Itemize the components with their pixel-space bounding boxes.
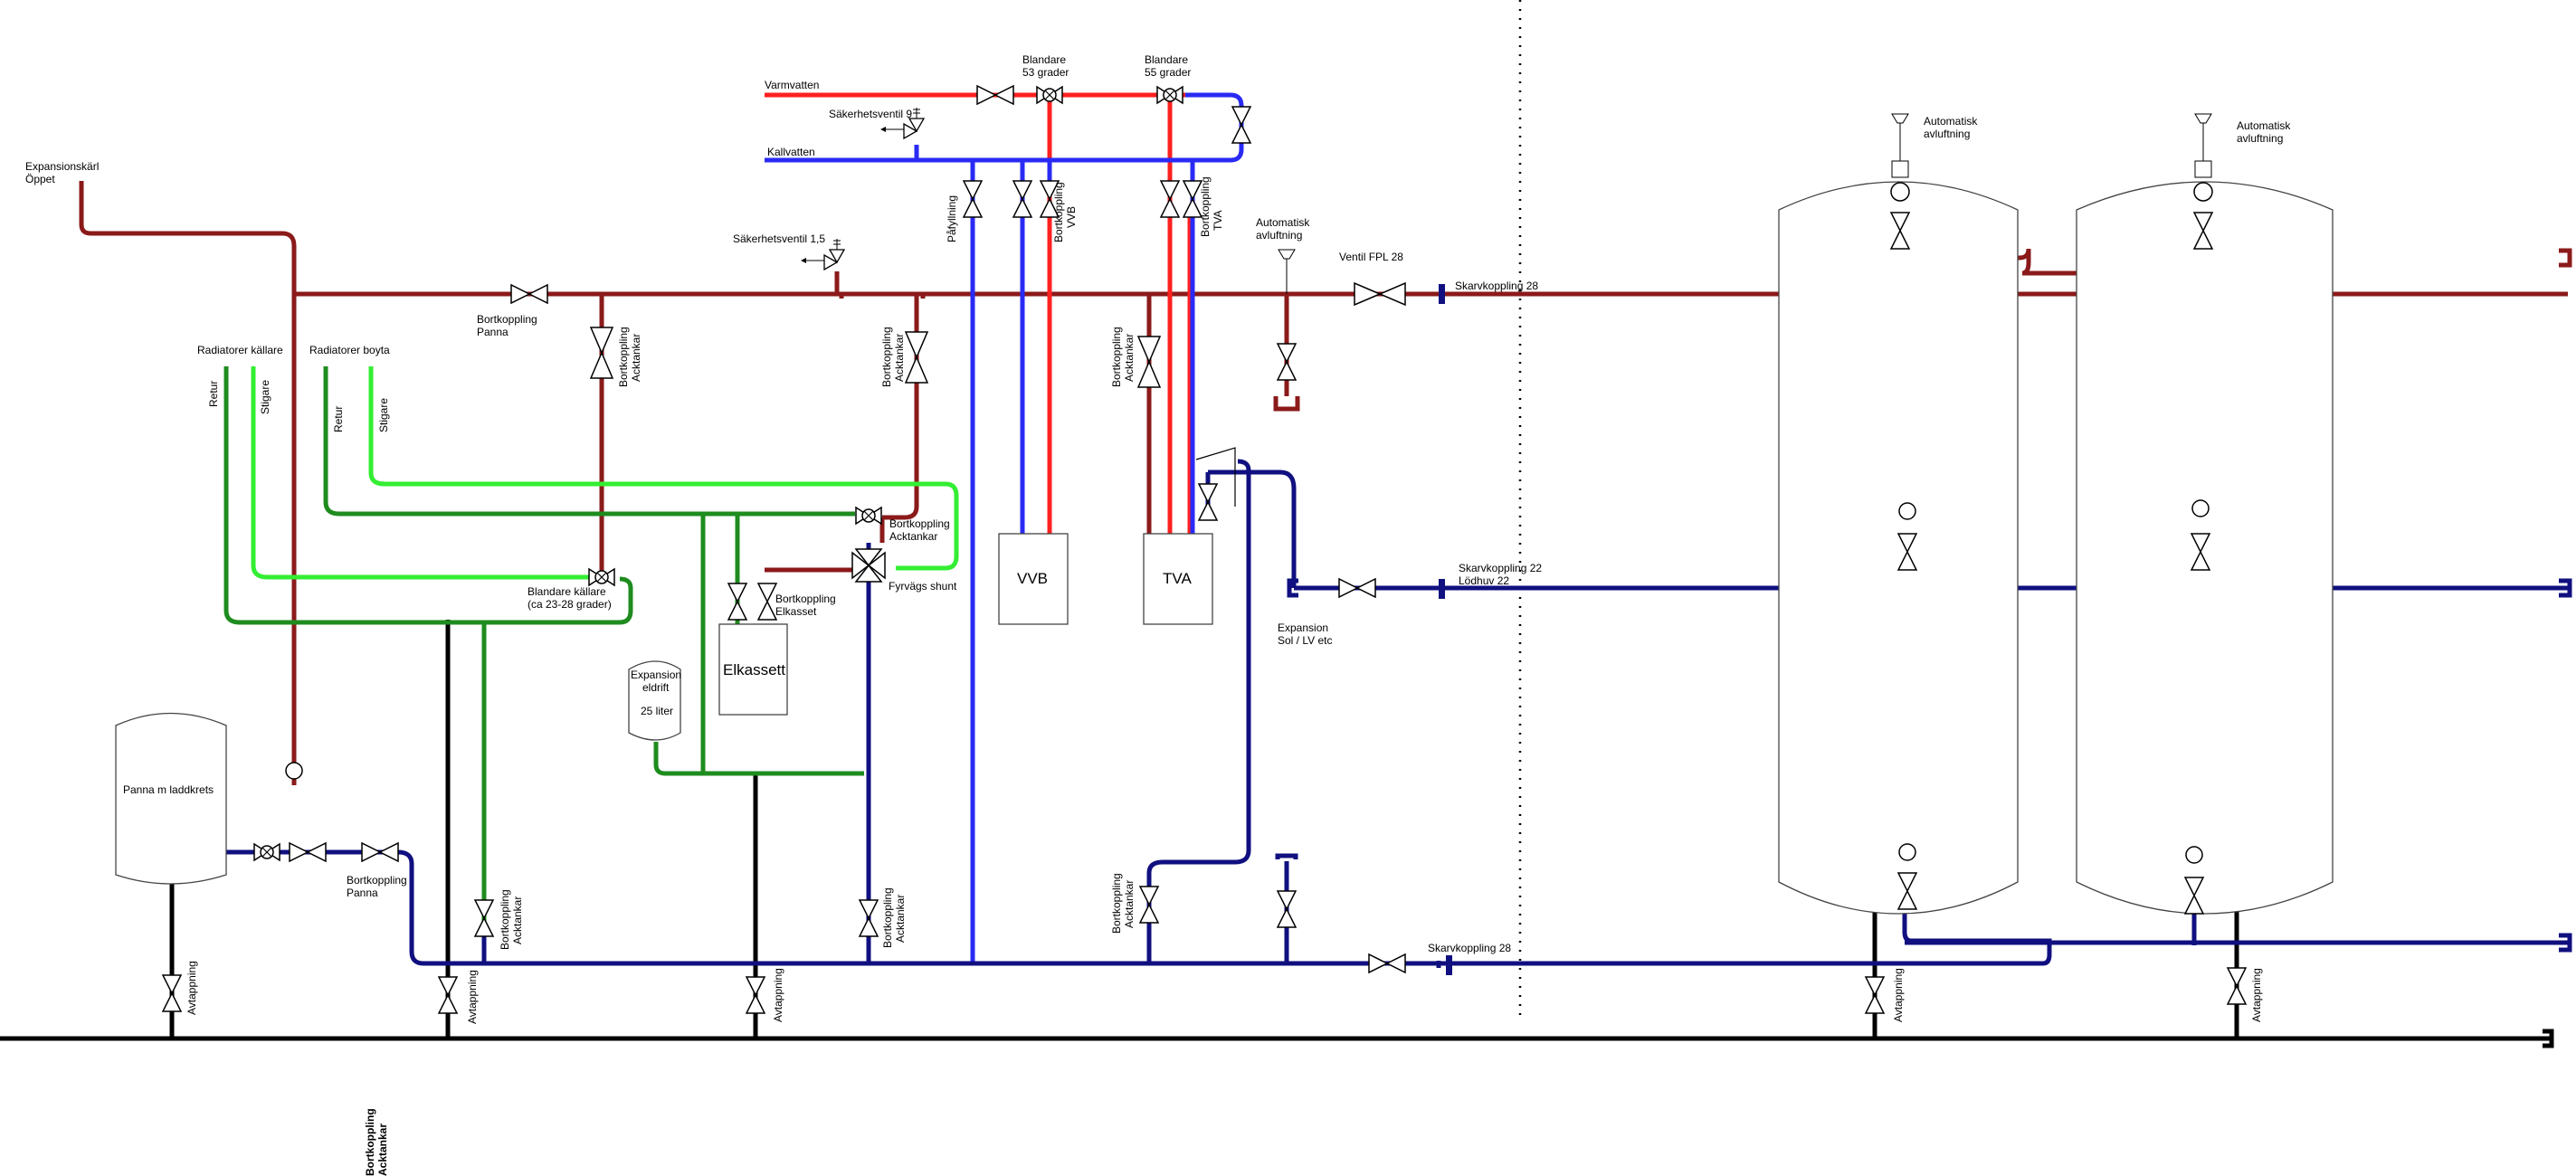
avtappning-4-label: Avtappning [1892,968,1905,1022]
elkassett-box [718,623,788,716]
retur-living-label: Retur [332,406,345,432]
expansion-eldrift-label-2: eldrift [642,681,670,694]
boiler-panna [115,712,227,885]
storage-tank-1 [1778,181,2019,915]
expansion-solar-label: Expansion [1278,621,1328,634]
cold-water-label: Kallvatten [767,146,815,158]
auto-vent-tank2-label: Automatisk [2237,119,2291,132]
avtappning-2-label: Avtappning [466,970,479,1024]
bortkoppling-vvb-label-2: VVB [1065,206,1078,228]
auto-vent-tank2-label-2: avluftning [2237,132,2283,145]
storage-tank-2 [2076,181,2334,915]
bortkoppling-acktankar-2-label: Bortkoppling [880,327,893,387]
bortkoppling-vvb-label: Bortkoppling [1052,182,1065,242]
bortkoppling-acktankar-2-label-2: Acktankar [893,334,906,382]
bortkoppling-acktankar-1-label-2: Acktankar [630,334,642,382]
bortkoppling-acktankar-6-label: Bortkoppling [881,887,894,948]
auto-vent-label: Automatisk [1256,216,1310,229]
safety-valve-9-label: Säkerhetsventil 9 [829,108,912,120]
bortkoppling-acktankar-3-label-2: Acktankar [1123,334,1136,382]
bortkoppling-acktankar-6-label-2: Acktankar [894,895,907,943]
drain-main-pipe [0,620,2554,1048]
bortkoppling-acktankar-h-label: Bortkoppling [889,517,950,530]
hot-water-label: Varmvatten [765,79,819,91]
expansion-tank-label: Expansionskärl [25,160,99,173]
pafyllning-label: Påfyllning [946,195,958,242]
auto-vent-label-2: avluftning [1256,229,1302,242]
four-way-shunt-label: Fyrvägs shunt [889,580,957,593]
avtappning-3-label: Avtappning [772,968,784,1022]
bortkoppling-acktankar-3-label: Bortkoppling [1110,327,1123,387]
avtappning-1-label: Avtappning [185,961,198,1015]
coupling28-top-label: Skarvkoppling 28 [1455,280,1538,292]
bortkoppling-acktankar-4-label: Bortkoppling [1110,873,1123,934]
tva-label: TVA [1163,570,1192,587]
labels: Expansionskärl Öppet Varmvatten Kallvatt… [25,53,2291,1176]
expansion-tank-label-2: Öppet [25,173,55,185]
radiators-living-label: Radiatorer boyta [309,344,390,356]
bortkoppling-panna-bottom-label-2: Panna [347,887,378,899]
radiators-basement-label: Radiatorer källare [197,344,283,356]
bortkoppling-panna-bottom-label: Bortkoppling [347,874,407,887]
vvb-label: VVB [1017,570,1048,587]
bortkoppling-acktankar-1-label: Bortkoppling [617,327,630,387]
bortkoppling-acktankar-h-label-2: Acktankar [889,530,937,543]
bortkoppling-acktankar-5-label-2: Acktankar [511,896,524,944]
mixer-basement-label: Blandare källare [528,585,606,598]
retur-basement-label: Retur [207,381,220,407]
bortkoppling-panna-top-label-2: Panna [477,326,509,338]
expansion-eldrift-label: Expansion [631,669,681,681]
avtappning-5-label: Avtappning [2250,968,2263,1022]
mixer53-label: Blandare [1022,53,1066,66]
valve-fpl28-label: Ventil FPL 28 [1339,251,1403,263]
bortkoppling-acktankar-5-label: Bortkoppling [499,889,511,950]
elkassett-label: Elkassett [723,661,785,678]
solder22-label: Lödhuv 22 [1459,574,1509,587]
stigare-living-label: Stigare [377,398,390,432]
boiler-label: Panna m laddkrets [123,783,214,796]
coupling28-bottom-label: Skarvkoppling 28 [1428,942,1511,954]
bortkoppling-acktankar-4-label-2: Acktankar [1123,880,1136,928]
expansion-eldrift-label-3: 25 liter [641,705,673,717]
mixer53-label-2: 53 grader [1022,66,1069,79]
bortkoppling-elkasset-label-2: Elkasset [775,605,817,618]
stigare-basement-label: Stigare [259,380,271,414]
expansion-eldrift-tank [628,660,681,741]
bortkoppling-acktankar-offpage-label: Bortkoppling [364,1108,376,1176]
tva-heater [1143,533,1213,625]
vvb-heater [998,533,1069,625]
valve-symbols [162,85,2247,1014]
expansion-solar-label-2: Sol / LV etc [1278,634,1332,647]
bortkoppling-tva-label-2: TVA [1212,211,1224,231]
mixer55-label-2: 55 grader [1145,66,1191,79]
bortkoppling-panna-top-label: Bortkoppling [477,313,537,326]
mixer-basement-label-2: (ca 23-28 grader) [528,598,612,611]
bortkoppling-tva-label: Bortkoppling [1199,176,1212,237]
mixer55-label: Blandare [1145,53,1188,66]
bortkoppling-acktankar-offpage-label-2: Acktankar [376,1124,389,1176]
bortkoppling-elkasset-label: Bortkoppling [775,593,836,605]
auto-vent-tank1-label-2: avluftning [1924,128,1970,140]
radiator-supply-pipes [251,366,959,580]
cold-water-pipes [765,92,1244,963]
auto-vent-tank1-label: Automatisk [1924,115,1978,128]
coupling22-label: Skarvkoppling 22 [1459,562,1542,574]
safety-valve-15-label: Säkerhetsventil 1,5 [733,232,825,245]
